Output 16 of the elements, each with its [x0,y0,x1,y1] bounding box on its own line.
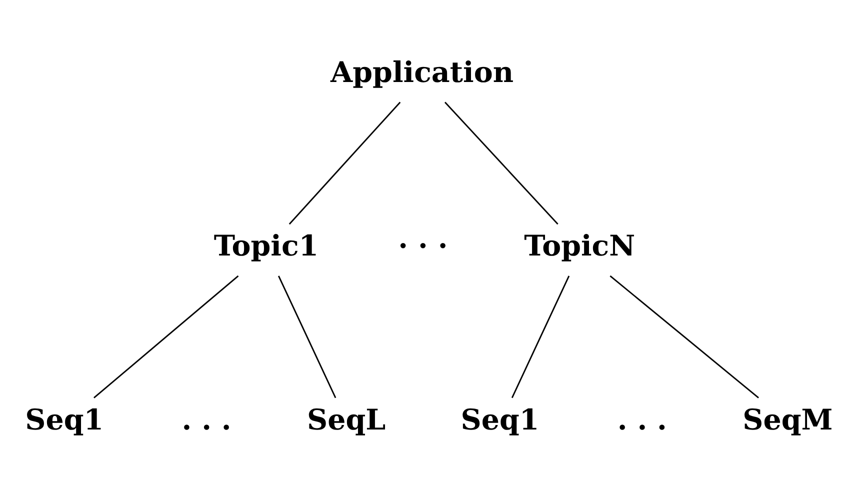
label: . . . [617,402,667,436]
label: . . . [182,402,232,436]
connector [511,276,570,398]
label: · · · [398,228,448,263]
node-text: SeqM [742,402,833,436]
connector [278,276,336,398]
connector [610,275,759,398]
connector [288,102,401,225]
connector [444,102,558,225]
node-text: Topic1 [214,228,319,263]
node-text: Seq1 [25,402,104,436]
node-text: TopicN [524,228,636,263]
node-text: Seq1 [460,402,540,436]
connector [94,275,239,398]
node-text: SeqL [307,402,386,436]
node-text: Application [330,55,514,90]
